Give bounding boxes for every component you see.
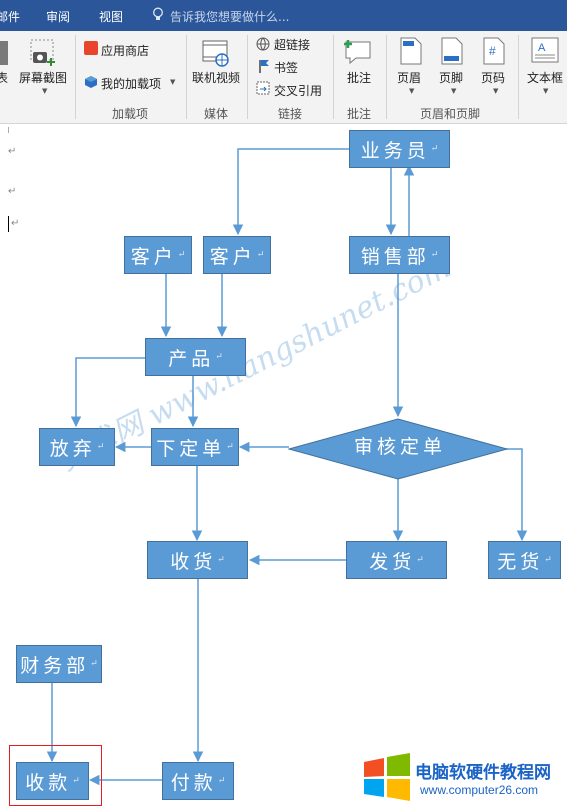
cross-reference-button[interactable]: 交叉引用: [274, 84, 323, 98]
ribbon-tab-bar: 邮件 审阅 视图 告诉我您想要做什么...: [0, 0, 567, 31]
group-label-addins: 加载项: [112, 107, 149, 121]
flow-box-salesman[interactable]: 业务员↵: [349, 130, 450, 168]
online-video-button[interactable]: 联机视频: [192, 71, 241, 85]
svg-text:A: A: [538, 42, 546, 54]
chevron-down-icon[interactable]: ▼: [543, 87, 549, 95]
comment-icon[interactable]: [342, 36, 374, 69]
chevron-down-icon[interactable]: ▼: [409, 87, 415, 95]
flow-box-product[interactable]: 产品↵: [145, 338, 246, 376]
screenshot-icon[interactable]: [29, 38, 59, 71]
group-label-media: 媒体: [204, 107, 229, 121]
flow-box-give-up[interactable]: 放弃↵: [39, 428, 115, 466]
online-video-icon[interactable]: [201, 38, 231, 71]
flow-box-sales-dept[interactable]: 销售部↵: [349, 236, 450, 274]
app-store-button[interactable]: 应用商店: [101, 44, 150, 58]
document-page[interactable]: [0, 125, 567, 810]
header-button[interactable]: 页眉: [397, 71, 422, 85]
group-label-header-footer: 页眉和页脚: [420, 107, 481, 121]
group-label-comments: 批注: [347, 107, 372, 121]
table-button-label[interactable]: 表: [0, 71, 9, 85]
screenshot-button[interactable]: 屏幕截图: [19, 71, 68, 85]
flow-box-place-order[interactable]: 下定单↵: [151, 428, 239, 466]
ribbon-panel: 表 屏幕截图 ▼ 应用商店 我的加载项 ▼ 加载项 联机视频 媒体 超链接 书签…: [0, 31, 567, 124]
footer-icon[interactable]: [441, 37, 463, 68]
comment-button[interactable]: 批注: [347, 71, 372, 85]
svg-text:#: #: [489, 44, 496, 58]
flow-box-customer-1[interactable]: 客户↵: [124, 236, 192, 274]
flow-box-receive-goods[interactable]: 收货↵: [147, 541, 248, 579]
page-number-icon[interactable]: #: [483, 37, 505, 68]
textbox-icon[interactable]: A: [531, 37, 559, 68]
hyperlink-icon[interactable]: [256, 37, 270, 54]
paragraph-mark: ↵: [8, 186, 17, 197]
footer-button[interactable]: 页脚: [439, 71, 464, 85]
addins-icon[interactable]: [84, 75, 98, 92]
flow-box-ship-goods[interactable]: 发货↵: [346, 541, 447, 579]
text-cursor: [8, 216, 9, 232]
bookmark-icon[interactable]: [258, 59, 270, 76]
flow-box-finance-dept[interactable]: 财务部↵: [16, 645, 102, 683]
page-number-button[interactable]: 页码: [481, 71, 506, 85]
tab-view[interactable]: 视图: [99, 10, 124, 24]
cross-reference-icon[interactable]: [256, 81, 270, 98]
tab-mailings[interactable]: 邮件: [0, 10, 21, 24]
flow-box-collect-payment[interactable]: 收款↵: [16, 762, 89, 800]
site-logo-title: 电脑软硬件教程网: [415, 763, 551, 782]
flow-diamond-review-order[interactable]: [288, 418, 508, 480]
tab-review[interactable]: 审阅: [46, 10, 71, 24]
hyperlink-button[interactable]: 超链接: [274, 38, 311, 52]
header-icon[interactable]: [400, 37, 422, 68]
paragraph-mark: ↵: [11, 218, 20, 229]
group-label-links: 链接: [278, 107, 303, 121]
table-icon[interactable]: [0, 41, 8, 65]
store-icon[interactable]: [84, 41, 98, 55]
chevron-down-icon[interactable]: ▼: [451, 87, 457, 95]
chevron-down-icon[interactable]: ▼: [493, 87, 499, 95]
tell-me-search[interactable]: 告诉我您想要做什么...: [170, 10, 290, 24]
flow-box-pay[interactable]: 付款↵: [162, 762, 234, 800]
chevron-down-icon[interactable]: ▼: [170, 78, 176, 86]
chevron-down-icon[interactable]: ▼: [42, 87, 48, 95]
my-addins-button[interactable]: 我的加载项: [101, 77, 162, 91]
flow-box-customer-2[interactable]: 客户↵: [203, 236, 271, 274]
lightbulb-icon: [152, 7, 164, 25]
selection-highlight: [9, 745, 102, 806]
bookmark-button[interactable]: 书签: [274, 61, 299, 75]
windows-logo-icon: [364, 753, 410, 801]
site-logo-url: www.computer26.com: [420, 783, 539, 797]
flow-box-no-goods[interactable]: 无货↵: [488, 541, 561, 579]
flow-diamond-label: 审核定单: [353, 436, 446, 458]
paragraph-mark: ↵: [8, 146, 17, 157]
textbox-button[interactable]: 文本框: [527, 71, 564, 85]
